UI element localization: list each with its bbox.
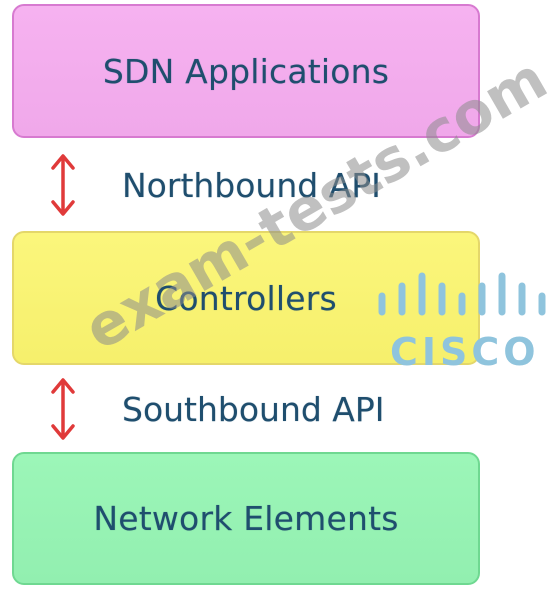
cisco-wordmark: CISCO [390, 330, 540, 374]
sdn-applications-layer: SDN Applications [12, 4, 480, 138]
cisco-bars-icon [378, 272, 546, 316]
network-elements-layer: Network Elements [12, 452, 480, 585]
network-elements-label: Network Elements [93, 499, 399, 538]
controllers-label: Controllers [155, 278, 337, 318]
northbound-api-label: Northbound API [122, 165, 381, 205]
northbound-double-arrow-icon [51, 154, 75, 216]
southbound-api-label: Southbound API [122, 389, 385, 429]
cisco-logo: CISCO [372, 272, 558, 374]
southbound-double-arrow-icon [51, 378, 75, 440]
southbound-api: Southbound API [48, 374, 385, 444]
northbound-api: Northbound API [48, 150, 381, 220]
sdn-applications-label: SDN Applications [102, 51, 390, 91]
